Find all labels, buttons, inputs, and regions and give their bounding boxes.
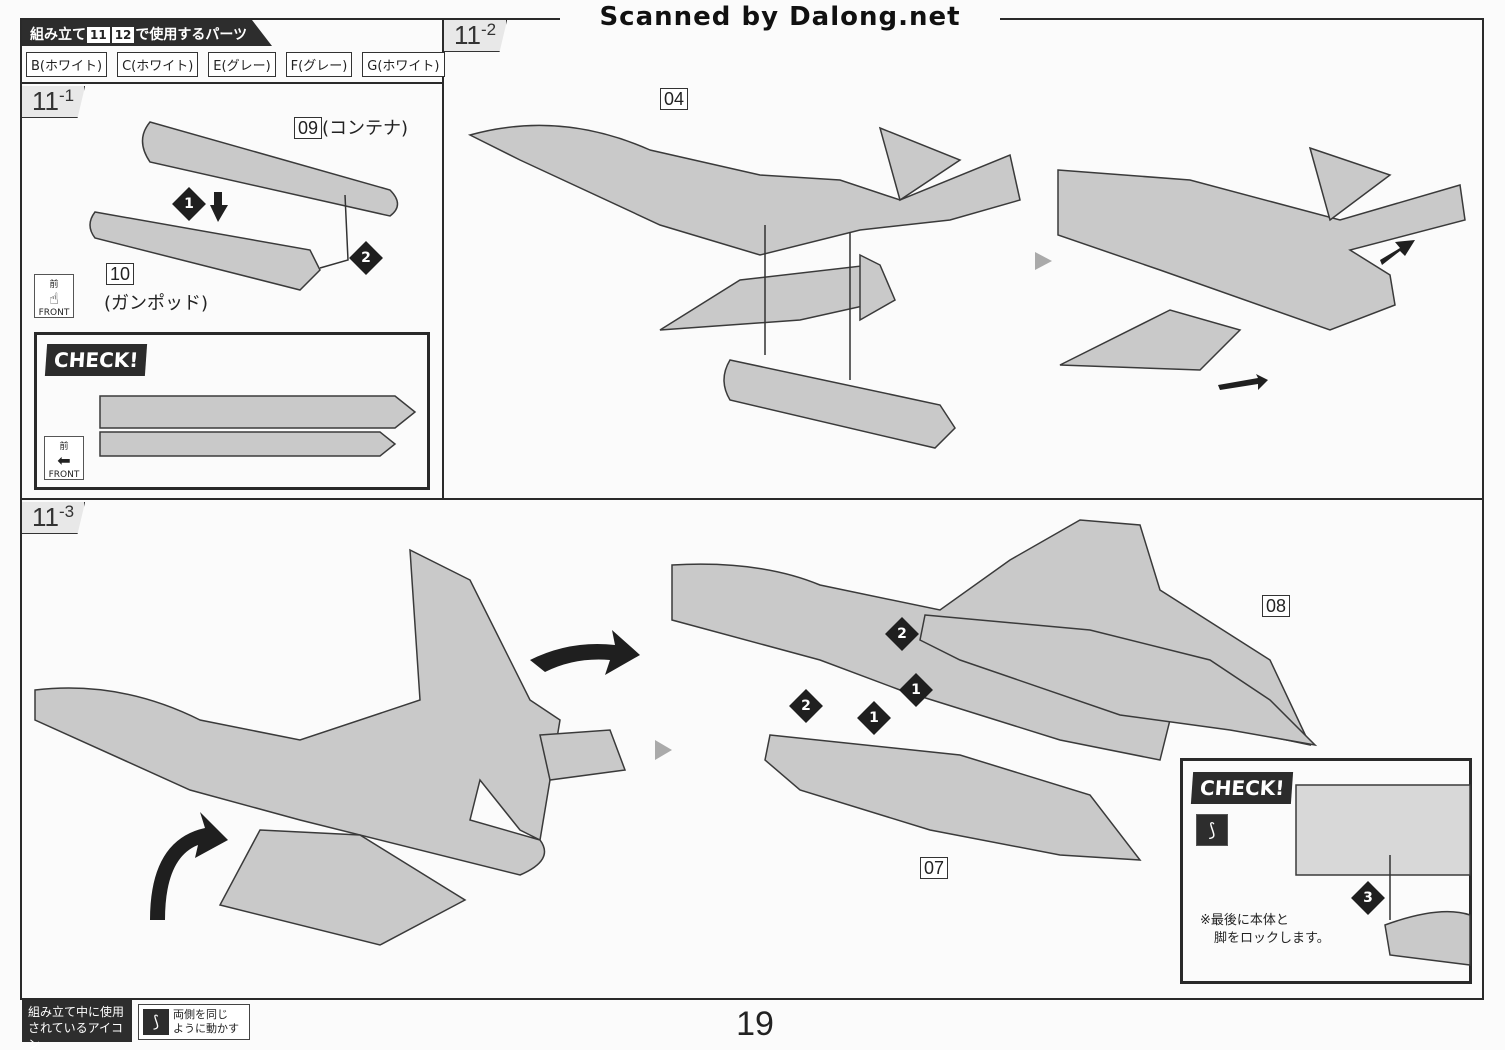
label-part-10: 10 (106, 263, 135, 285)
parts-header-step-a: 11 (87, 27, 110, 43)
parts-header-step-b: 12 (111, 27, 135, 43)
part-09-number: 09 (294, 117, 323, 139)
part-07-number: 07 (920, 857, 949, 879)
footer-icon-line2: ように動かす (173, 1022, 239, 1035)
rotate-arrow-right (530, 630, 640, 675)
marker-3-check: 3 (1351, 881, 1385, 915)
front-direction-icon-check: 前 ⬅ FRONT (44, 436, 84, 480)
parts-header-prefix: 組み立て (30, 27, 86, 43)
parts-list: B(ホワイト) C(ホワイト) E(グレー) F(グレー) G(ホワイト) (26, 52, 445, 77)
front-text-check: FRONT (48, 470, 80, 480)
step-11-2-main: 11 (454, 20, 481, 50)
arrow-left-icon: ⬅ (57, 451, 71, 470)
check-note-line2: 脚をロックします。 (1214, 931, 1330, 946)
check-note-line1: ※最後に本体と (1200, 913, 1289, 928)
gunpod-part-10 (89, 211, 321, 291)
part-04-number: 04 (660, 88, 689, 110)
marker-1-11-1: 1 (172, 187, 206, 221)
part-08-number: 08 (1262, 595, 1291, 617)
step-tag-11-2: 11-2 (444, 20, 508, 52)
step-11-3-sub: -3 (59, 502, 75, 521)
front-kanji-check: 前 (59, 442, 69, 452)
label-part-10-name: (ガンポッド) (104, 293, 209, 314)
front-text: FRONT (38, 308, 70, 318)
symmetric-move-legend-icon: ⟆ (143, 1009, 169, 1035)
footer-icon-line1: 両側を同じ (173, 1008, 228, 1021)
leg-part-08 (919, 614, 1318, 747)
container-part-09 (141, 121, 399, 217)
part-chip-b: B(ホワイト) (26, 52, 108, 77)
marker-2-11-1: 2 (349, 241, 383, 275)
footer-icon-legend-title: 組み立て中に使用 されているアイコン (22, 1000, 132, 1050)
step-11-3-main: 11 (32, 502, 59, 532)
part-10-number: 10 (106, 263, 135, 285)
step-11-1-main: 11 (32, 86, 59, 116)
parts-header-suffix: で使用するパーツ (135, 27, 248, 43)
fighter-body-04 (467, 124, 1021, 256)
part-09-name: (コンテナ) (322, 118, 409, 139)
fighter-11-3-left (34, 548, 561, 876)
rotate-arrow-left (150, 812, 228, 920)
check-note: ※最後に本体と 脚をロックします。 (1200, 912, 1330, 948)
part-chip-f: F(グレー) (285, 52, 353, 77)
step-11-1-sub: -1 (59, 86, 75, 105)
marker-2-upper: 2 (885, 617, 919, 651)
leg-part-07 (764, 734, 1142, 861)
marker-1-upper: 1 (899, 673, 933, 707)
front-kanji: 前 (49, 280, 59, 290)
check-badge-11-1: CHECK! (44, 344, 148, 376)
check-box-11-1 (34, 332, 430, 490)
label-part-08: 08 (1262, 595, 1291, 617)
footer-title-line1: 組み立て中に使用 (28, 1005, 125, 1019)
scan-watermark: Scanned by Dalong.net (560, 2, 1000, 32)
part-chip-e: E(グレー) (208, 52, 276, 77)
part-chip-g: G(ホワイト) (362, 52, 445, 77)
marker-2-lower: 2 (789, 689, 823, 723)
check-assembled-pod (99, 395, 417, 429)
label-part-09: 09(コンテナ) (294, 114, 408, 140)
part-chip-c: C(ホワイト) (117, 52, 199, 77)
symmetric-move-icon: ⟆ (1196, 814, 1228, 846)
footer-title-line2: されているアイコン (28, 1021, 124, 1050)
panel-11-1-inner (20, 82, 444, 500)
footer-icon-legend: ⟆ 両側を同じ ように動かす (138, 1004, 250, 1040)
check-badge-11-3: CHECK! (1190, 772, 1294, 804)
step-tag-11-3: 11-3 (22, 502, 86, 534)
label-part-07: 07 (920, 857, 949, 879)
fighter-with-container (1057, 169, 1466, 331)
step-11-2-sub: -2 (481, 20, 497, 39)
hand-icon: ☝ (49, 289, 59, 308)
front-direction-icon: 前 ☝ FRONT (34, 274, 74, 318)
panel-11-3 (20, 498, 1484, 1000)
marker-1-lower: 1 (857, 701, 891, 735)
step-tag-11-1: 11-1 (22, 86, 86, 118)
pod-below-fighter (723, 359, 956, 449)
label-part-04: 04 (660, 88, 689, 110)
page-number: 19 (736, 1005, 774, 1043)
